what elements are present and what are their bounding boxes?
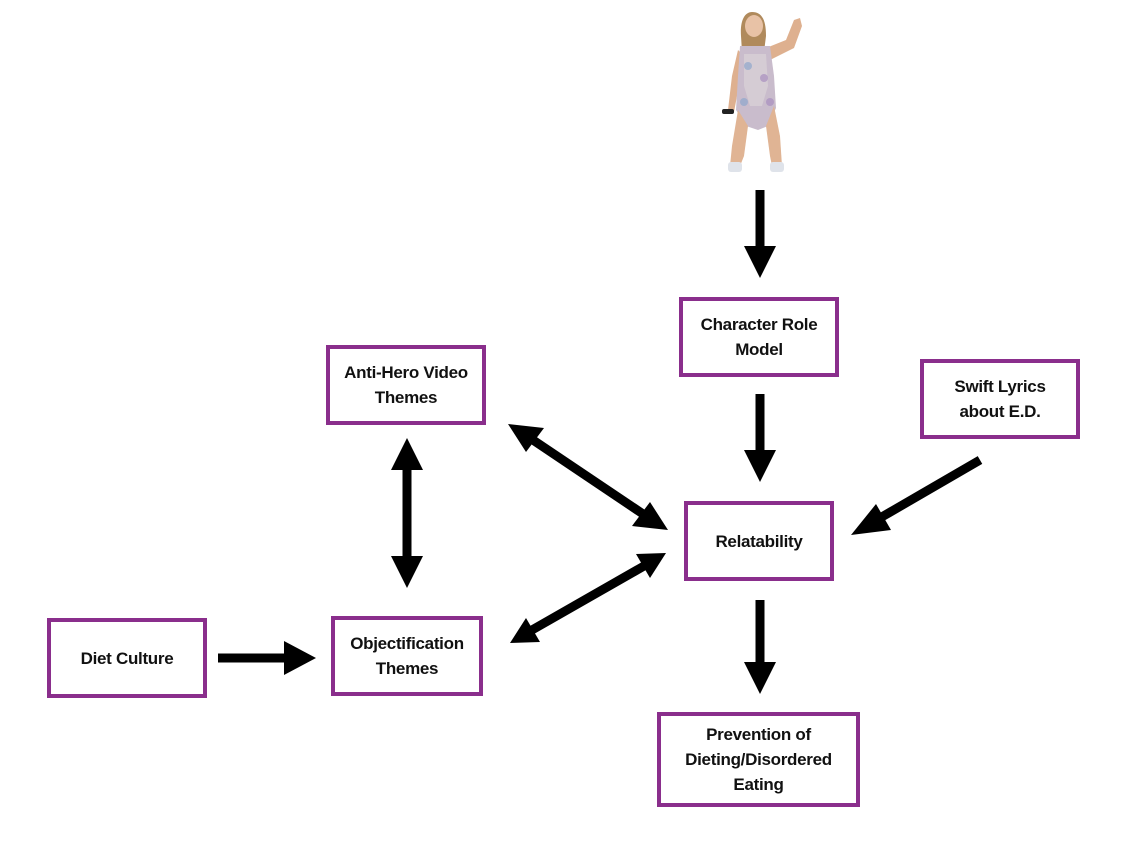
node-swift-lyrics: Swift Lyrics about E.D.	[920, 359, 1080, 439]
arrow-antihero-relatability-bidirectional	[508, 424, 668, 530]
node-label: Objectification Themes	[350, 634, 464, 678]
node-label: Character Role Model	[700, 315, 818, 359]
arrow-antihero-objectification-bidirectional	[391, 438, 423, 588]
node-label: Relatability	[715, 531, 803, 551]
node-objectification-themes: Objectification Themes	[331, 616, 483, 696]
arrow-relatability-to-prevention	[744, 600, 776, 694]
arrow-photo-to-character	[744, 190, 776, 278]
node-label: Swift Lyrics about E.D.	[954, 377, 1046, 421]
performer-figure-icon	[722, 12, 802, 172]
node-prevention: Prevention of Dieting/Disordered Eating	[657, 712, 860, 807]
node-character-role-model: Character Role Model	[679, 297, 839, 377]
arrow-diet-to-objectification	[218, 641, 316, 675]
node-label: Diet Culture	[80, 648, 174, 668]
node-label: Anti-Hero Video Themes	[344, 363, 468, 407]
performer-photo	[722, 12, 802, 172]
node-relatability: Relatability	[684, 501, 834, 581]
arrow-character-to-relatability	[744, 394, 776, 482]
node-diet-culture: Diet Culture	[47, 618, 207, 698]
node-anti-hero-video-themes: Anti-Hero Video Themes	[326, 345, 486, 425]
arrow-swift-to-relatability	[851, 456, 983, 535]
arrow-objectification-relatability-bidirectional	[510, 553, 666, 643]
node-label: Prevention of Dieting/Disordered Eating	[685, 725, 832, 794]
